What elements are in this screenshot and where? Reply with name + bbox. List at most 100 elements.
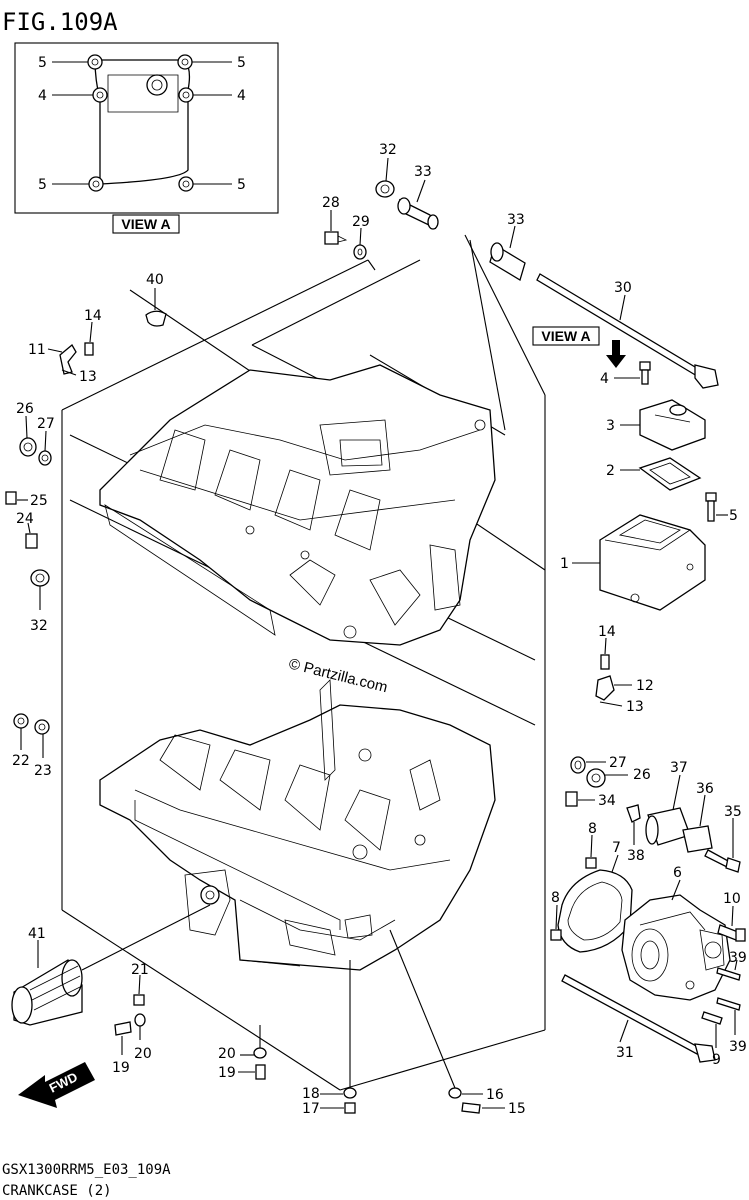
callout-30: 30	[614, 280, 632, 296]
part-29-washer	[353, 244, 367, 260]
part-17-bolt	[344, 1102, 356, 1114]
callout-25: 25	[30, 493, 48, 509]
part-35-bolt	[704, 849, 741, 873]
callout-3: 3	[606, 418, 615, 434]
part-21-plug	[133, 994, 145, 1006]
footer-name: CRANKCASE (2)	[2, 1183, 112, 1199]
callout-8: 8	[588, 821, 597, 837]
view-a-callout-5: 5	[237, 55, 246, 71]
part-15-bolt	[461, 1102, 481, 1114]
callout-35: 35	[724, 804, 742, 820]
callout-24: 24	[16, 511, 34, 527]
view-a-inset: 5 5 4 4 5 5	[14, 42, 279, 214]
view-a-cover	[94, 59, 191, 185]
callout-29: 29	[352, 214, 370, 230]
part-3-cover	[639, 399, 706, 451]
callout-20: 20	[134, 1046, 152, 1062]
part-18-washer	[343, 1087, 357, 1099]
part-14-bolt-left	[84, 342, 94, 356]
part-27-oring-right	[570, 756, 586, 774]
part-7-gasket	[557, 869, 633, 953]
view-a-callout-5: 5	[237, 177, 246, 193]
view-a-box-label: VIEW A	[121, 216, 170, 232]
callout-14: 14	[598, 624, 616, 640]
watermark: © Partzilla.com	[287, 655, 389, 696]
view-a-callout-5: 5	[38, 55, 47, 71]
figure-title: FIG.109A	[2, 8, 118, 36]
part-11-bracket	[59, 344, 77, 375]
callout-28: 28	[322, 195, 340, 211]
lower-crankcase	[99, 679, 496, 971]
callout-37: 37	[670, 760, 688, 776]
callout-12: 12	[636, 678, 654, 694]
part-40-plug	[145, 310, 167, 327]
callout-20: 20	[218, 1046, 236, 1062]
part-19-bolt-center	[255, 1064, 266, 1080]
part-38-gasket	[626, 804, 641, 823]
callout-32: 32	[379, 142, 397, 158]
callout-23: 23	[34, 763, 52, 779]
callout-21: 21	[131, 962, 149, 978]
callout-39: 39	[729, 1039, 747, 1055]
callout-33: 33	[507, 212, 525, 228]
callout-26: 26	[16, 401, 34, 417]
part-4-bolt	[639, 361, 651, 385]
callout-7: 7	[612, 840, 621, 856]
callout-41: 41	[28, 926, 46, 942]
callout-34: 34	[598, 793, 616, 809]
part-28-bolt	[324, 231, 348, 245]
fwd-arrow-icon: FWD	[18, 1062, 95, 1108]
callout-6: 6	[673, 865, 682, 881]
callout-39: 39	[729, 950, 747, 966]
part-32-left	[30, 569, 50, 587]
callout-36: 36	[696, 781, 714, 797]
part-26-plug-left	[19, 437, 37, 457]
callout-13: 13	[626, 699, 644, 715]
callout-31: 31	[616, 1045, 634, 1061]
callout-27: 27	[609, 755, 627, 771]
part-5-bolt	[705, 492, 717, 522]
part-34-jet	[565, 791, 578, 807]
callout-2: 2	[606, 463, 615, 479]
part-6-water-pump	[621, 894, 731, 1001]
callout-19: 19	[112, 1060, 130, 1076]
view-a-arrow-label: VIEW A	[541, 328, 590, 344]
view-direction-arrow-icon	[606, 340, 626, 368]
part-16-washer	[448, 1087, 462, 1099]
callout-17: 17	[302, 1101, 320, 1117]
view-a-callout-4: 4	[38, 88, 47, 104]
callout-27: 27	[37, 416, 55, 432]
callout-38: 38	[627, 848, 645, 864]
part-32-top	[375, 180, 395, 198]
upper-crankcase	[99, 364, 496, 646]
view-a-callout-4: 4	[237, 88, 246, 104]
callout-5: 5	[729, 508, 738, 524]
part-26-plug-right	[586, 768, 606, 788]
callout-40: 40	[146, 272, 164, 288]
part-9-bolt	[701, 1011, 723, 1025]
view-a-box-label-frame	[112, 214, 180, 234]
part-39-bolt-upper	[716, 967, 741, 981]
view-a-boss	[146, 74, 168, 96]
callout-10: 10	[723, 891, 741, 907]
footer-code: GSX1300RRM5_E03_109A	[2, 1162, 171, 1178]
callout-16: 16	[486, 1087, 504, 1103]
view-a-leaders	[52, 61, 232, 185]
callout-8: 8	[551, 890, 560, 906]
part-33-right	[489, 242, 526, 281]
callout-4: 4	[600, 371, 609, 387]
part-14-bolt-right	[600, 654, 610, 670]
part-30-long-bolt	[536, 273, 719, 389]
view-a-frame	[14, 42, 279, 214]
callout-14: 14	[84, 308, 102, 324]
callout-18: 18	[302, 1086, 320, 1102]
part-41-oil-filter	[11, 959, 83, 1026]
part-22-oring	[13, 713, 29, 729]
part-1-oil-cooler-case	[599, 514, 706, 611]
part-19-bolt-left	[114, 1021, 132, 1036]
part-25-dowel	[5, 491, 17, 505]
callout-19: 19	[218, 1065, 236, 1081]
part-39-bolt-lower	[716, 997, 741, 1011]
callout-13: 13	[79, 369, 97, 385]
